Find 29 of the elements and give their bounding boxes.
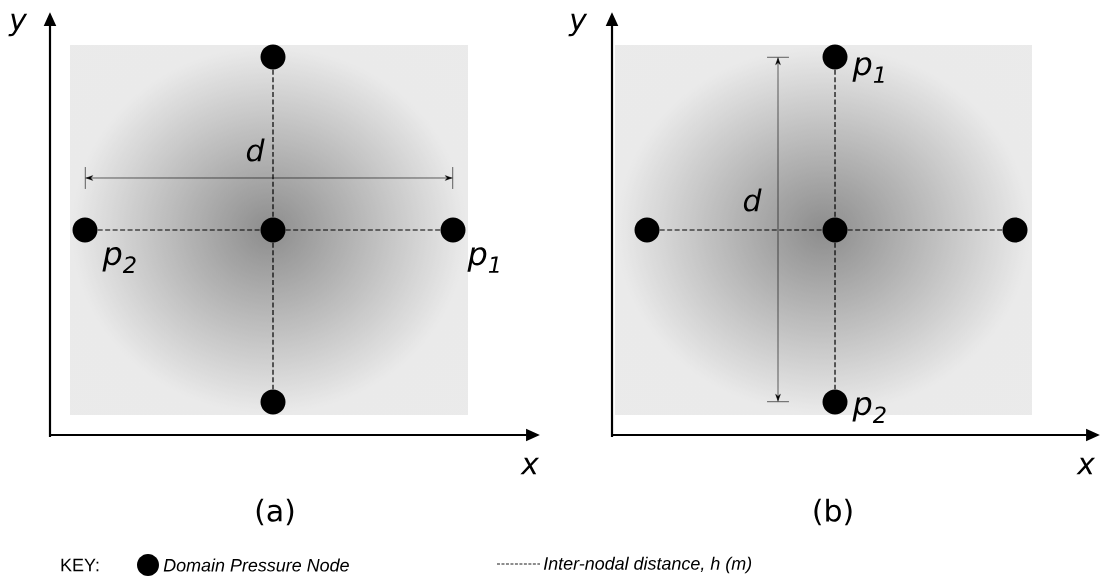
pressure-node: [260, 217, 286, 243]
dashed-line: [834, 242, 836, 390]
panel-label: (b): [814, 498, 852, 526]
key-label: KEY:: [61, 558, 99, 572]
legend-label: Inter-nodal distance, h (m): [543, 556, 752, 574]
axis-label: x: [1076, 457, 1096, 475]
pressure-node: [1002, 217, 1028, 243]
pressure-node: [260, 44, 286, 70]
pressure-node: [634, 217, 660, 243]
dashed-line: [834, 69, 836, 218]
pressure-node: [260, 389, 286, 415]
panel-label: (a): [256, 498, 294, 526]
node-label: p$_{1}$: [852, 57, 884, 83]
dashed-line: [847, 229, 1003, 231]
axis-label: x: [520, 457, 540, 475]
dimension-label: d: [246, 138, 265, 162]
pressure-node: [822, 217, 848, 243]
dashed-line: [272, 242, 274, 390]
axis-label: y: [8, 13, 28, 37]
axis-label: y: [568, 13, 588, 37]
dimension-label: d: [743, 188, 762, 212]
legend-label: Domain Pressure Node: [163, 558, 349, 572]
node-label: p$_{1}$: [467, 247, 499, 273]
node-label: p$_{2}$: [102, 247, 136, 273]
dashed-line: [272, 69, 274, 218]
dashed-line: [285, 229, 441, 231]
dashed-line: [97, 229, 261, 231]
node-label: p$_{2}$: [852, 397, 886, 423]
dashed-line: [659, 229, 823, 231]
